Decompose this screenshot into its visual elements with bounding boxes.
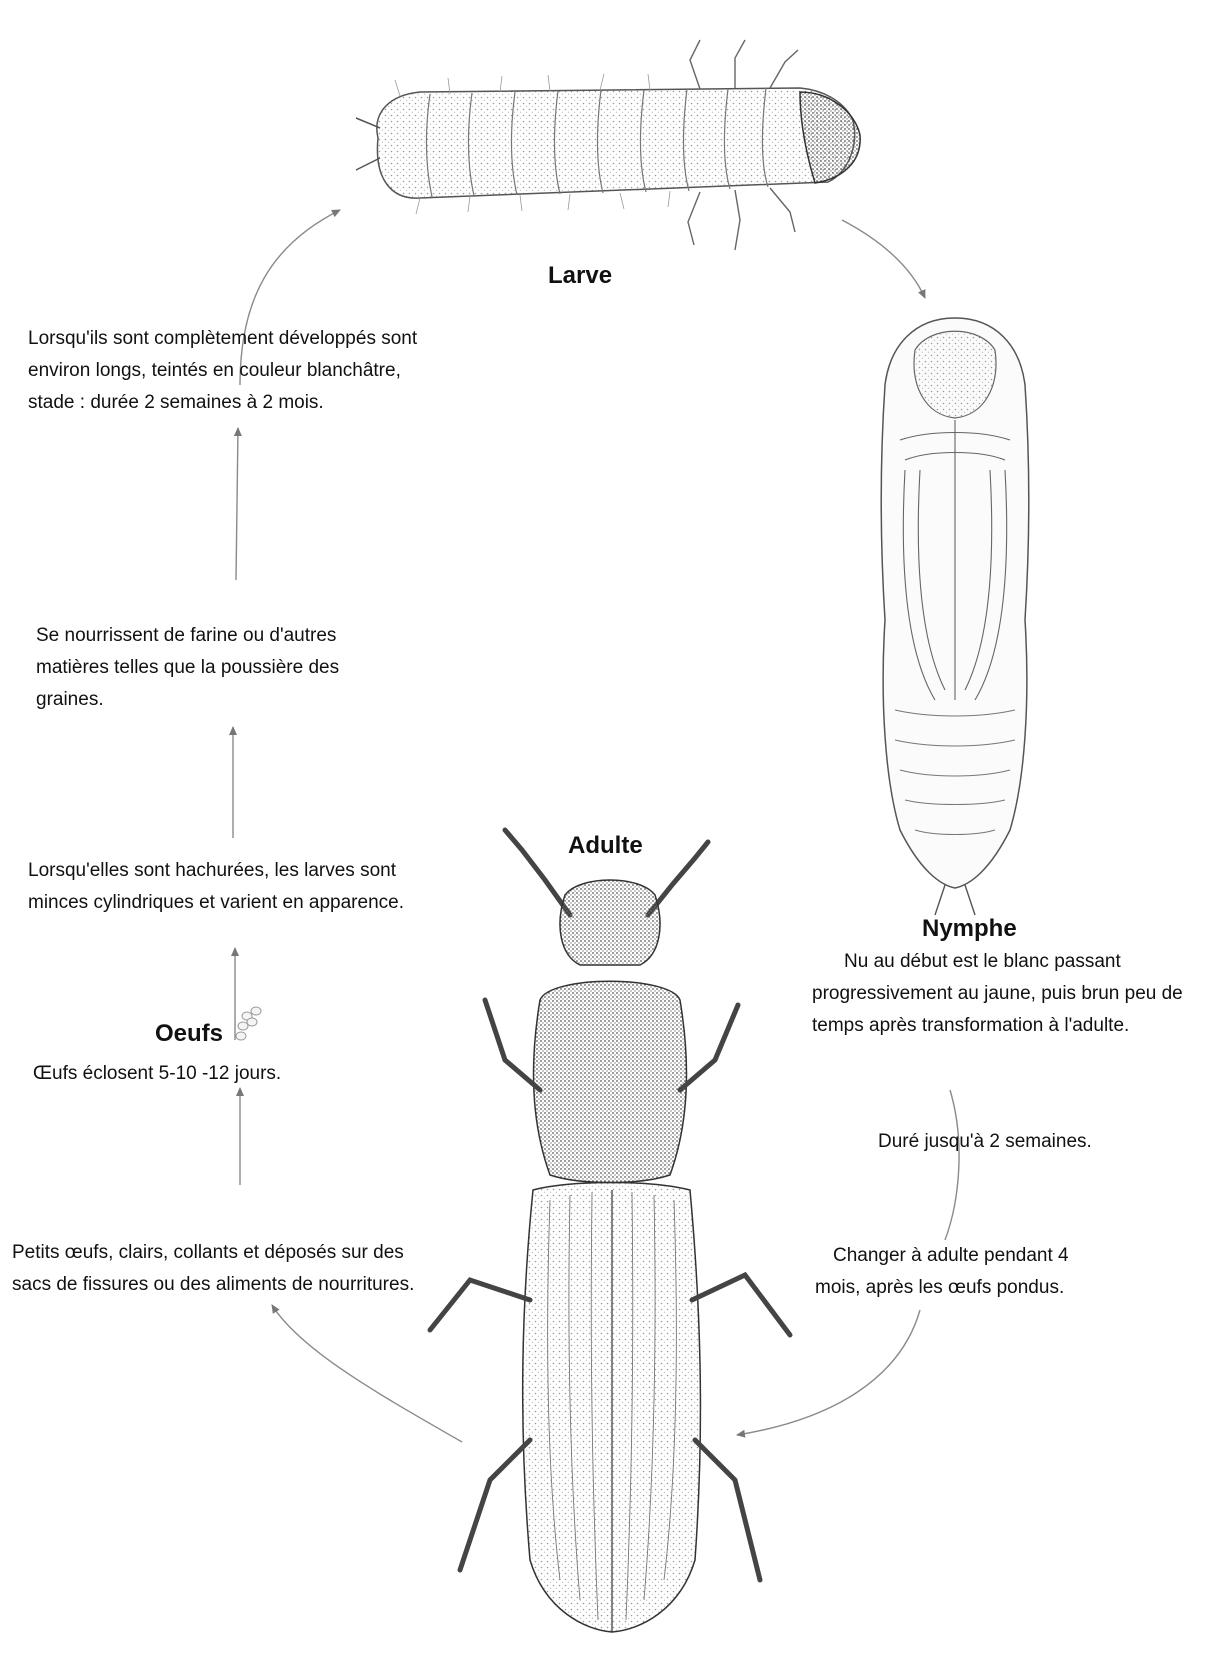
pupa-description: Nu au début est le blanc passant progres… [812,946,1183,1042]
larva-label: Larve [548,262,612,290]
note-line: Nu au début est le blanc passant [844,946,1215,978]
adult-description: Changer à adulte pendant 4 mois, après l… [815,1240,1064,1304]
note-line: Changer à adulte pendant 4 [833,1240,1082,1272]
note-line: Lorsqu'ils sont complètement développés … [28,323,417,355]
larva-description: Lorsqu'ils sont complètement développés … [28,323,417,419]
note-line: Se nourrissent de farine ou d'autres [36,620,339,652]
eggs-label: Oeufs [155,1020,223,1048]
eggs-icon [236,1007,261,1040]
eggs-description: Petits œufs, clairs, collants et déposés… [12,1237,414,1301]
arrow-icon [842,220,925,298]
larva-feeding-note: Se nourrissent de farine ou d'autres mat… [36,620,339,716]
note-line: Petits œufs, clairs, collants et déposés… [12,1237,414,1269]
note-line: Lorsqu'elles sont hachurées, les larves … [28,855,404,887]
pupa-duration-note: Duré jusqu'à 2 semaines. [878,1126,1092,1158]
larva-hatch-note: Lorsqu'elles sont hachurées, les larves … [28,855,404,919]
pupa-label: Nymphe [922,915,1017,943]
note-line: mois, après les œufs pondus. [815,1272,1064,1304]
larva-illustration [356,40,860,250]
arrow-icon [737,1310,920,1435]
note-line: environ longs, teintés en couleur blanch… [28,355,417,387]
note-line: temps après transformation à l'adulte. [812,1010,1183,1042]
arrow-icon [236,428,238,580]
adult-beetle-illustration [430,830,790,1632]
note-line: minces cylindriques et varient en appare… [28,887,404,919]
adult-label: Adulte [568,832,643,860]
note-line: sacs de fissures ou des aliments de nour… [12,1269,414,1301]
arrow-icon [945,1090,959,1240]
note-line: stade : durée 2 semaines à 2 mois. [28,387,417,419]
note-line: progressivement au jaune, puis brun peu … [812,978,1183,1010]
note-line: matières telles que la poussière des [36,652,339,684]
note-line: graines. [36,684,339,716]
pupa-illustration [881,318,1029,915]
eggs-hatch-note: Œufs éclosent 5-10 -12 jours. [33,1058,281,1090]
